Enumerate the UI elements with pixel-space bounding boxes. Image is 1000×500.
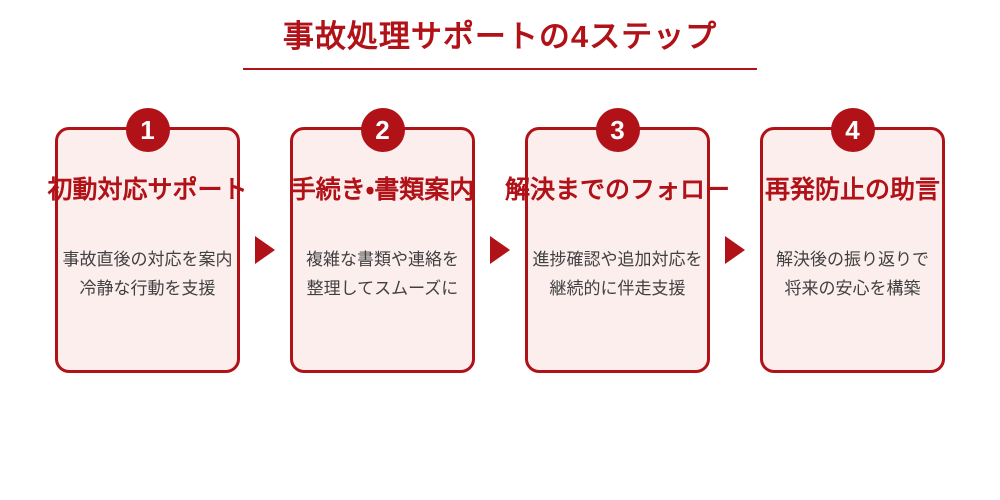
- step-description-line: 進捗確認や追加対応を: [532, 250, 703, 270]
- page-title-underline: 事故処理サポートの4ステップ: [243, 18, 757, 70]
- step-title: 手続き・書類案内: [290, 175, 475, 204]
- arrow-right-icon: [725, 235, 745, 264]
- step-description-line: 冷静な行動を支援: [79, 279, 216, 299]
- arrow-right-icon: [255, 235, 275, 264]
- step-title: 初動対応サポート: [47, 175, 248, 204]
- page-title: 事故処理サポートの4ステップ: [282, 19, 718, 54]
- step-card-3: 3 解決までのフォロー 進捗確認や追加対応を 継続的に伴走支援: [505, 107, 730, 373]
- arrow-right-icon: [490, 235, 510, 264]
- step-number-badge: 1: [125, 107, 170, 152]
- step-description-line: 事故直後の対応を案内: [62, 250, 233, 270]
- infographic-canvas: 事故処理サポートの4ステップ 1 初動対応サポート 事故直後の対応を案内 冷静な…: [0, 18, 1000, 500]
- step-card-1: 1 初動対応サポート 事故直後の対応を案内 冷静な行動を支援: [47, 107, 248, 373]
- step-number-badge: 2: [360, 107, 405, 152]
- step-description-line: 解決後の振り返りで: [776, 250, 929, 270]
- step-description-line: 整理してスムーズに: [306, 279, 459, 299]
- step-description: 複雑な書類や連絡を 整理してスムーズに: [293, 245, 472, 303]
- step-description: 事故直後の対応を案内 冷静な行動を支援: [58, 245, 237, 303]
- step-description: 進捗確認や追加対応を 継続的に伴走支援: [528, 245, 707, 303]
- step-description-line: 将来の安心を構築: [784, 279, 921, 299]
- step-title: 再発防止の助言: [764, 175, 941, 204]
- step-card-4: 4 再発防止の助言 解決後の振り返りで 将来の安心を構築: [760, 107, 945, 373]
- step-number-badge: 3: [595, 107, 640, 152]
- step-description: 解決後の振り返りで 将来の安心を構築: [763, 245, 942, 303]
- step-description-line: 継続的に伴走支援: [549, 279, 686, 299]
- step-number-badge: 4: [830, 107, 875, 152]
- step-title: 解決までのフォロー: [504, 175, 731, 204]
- steps-row: 1 初動対応サポート 事故直後の対応を案内 冷静な行動を支援 2 手続き・書類案…: [0, 107, 1000, 373]
- step-card-2: 2 手続き・書類案内 複雑な書類や連絡を 整理してスムーズに: [290, 107, 475, 373]
- step-description-line: 複雑な書類や連絡を: [306, 250, 459, 270]
